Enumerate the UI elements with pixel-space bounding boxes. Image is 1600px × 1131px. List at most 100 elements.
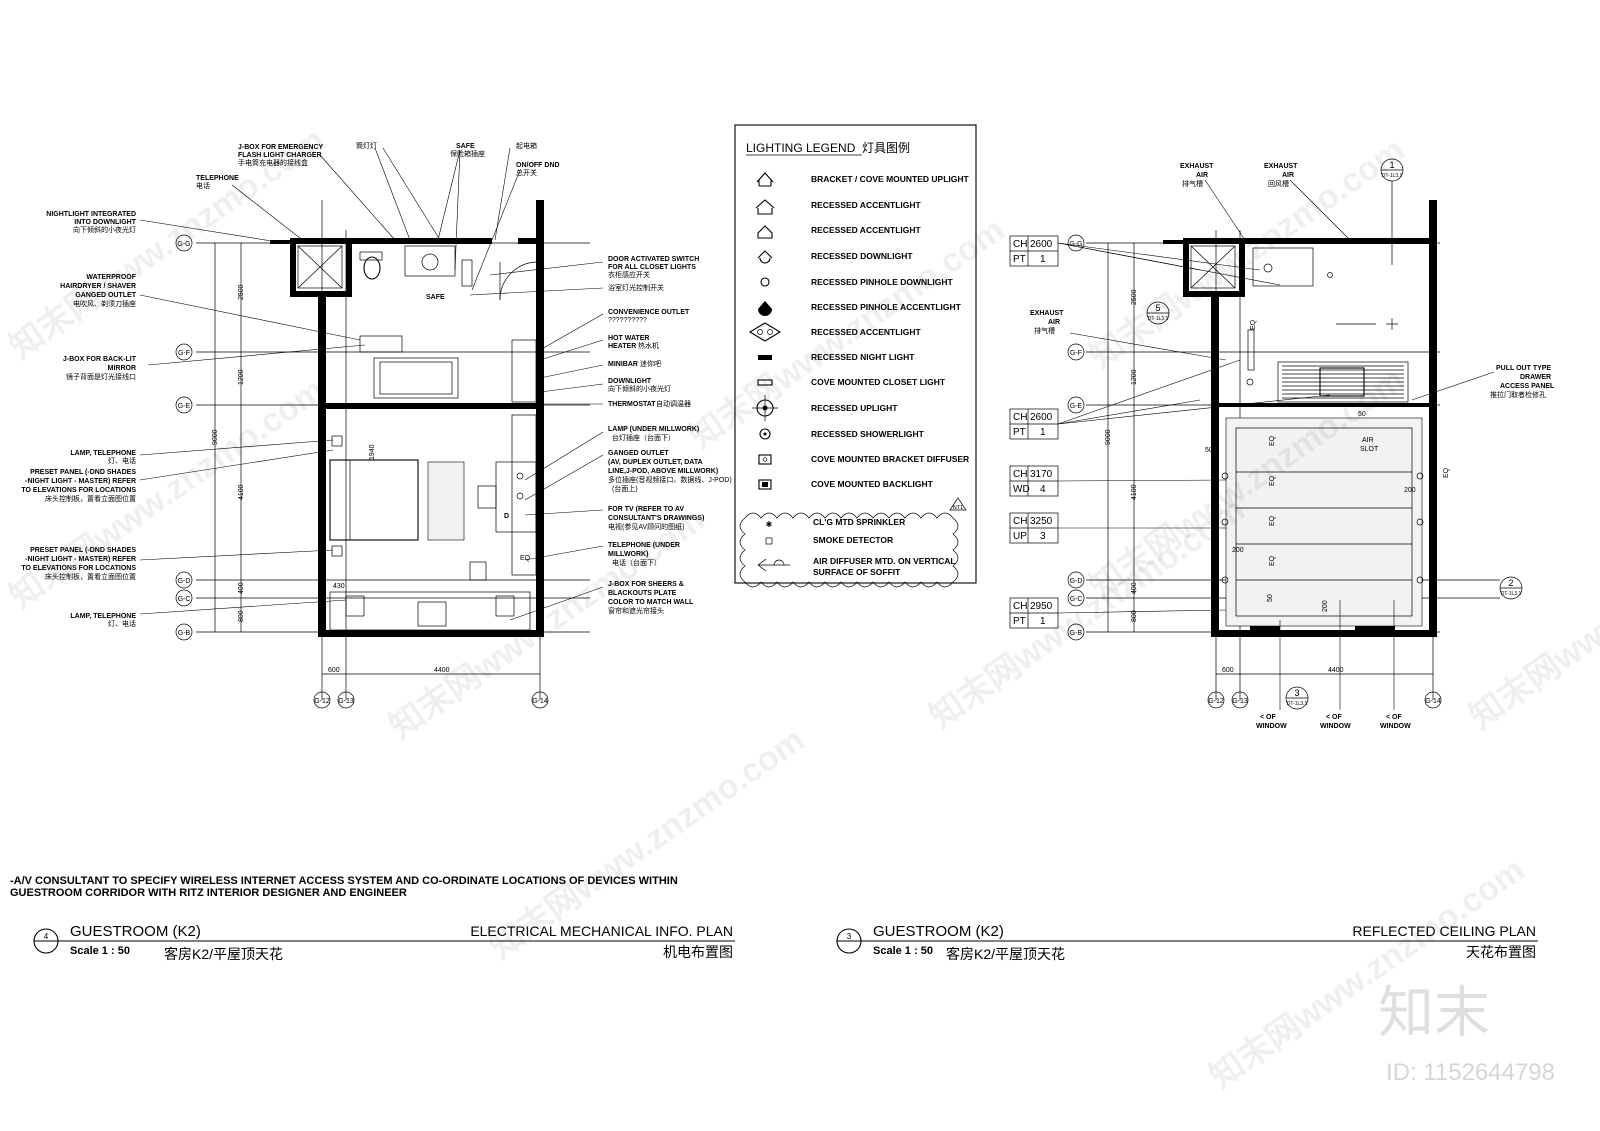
showerlight-icon [759, 428, 771, 440]
left-leaders [139, 147, 604, 621]
ch-tag-material: PT [1013, 616, 1026, 627]
right-axis-bubbles: G-G G-F G-E G-D G-C G-B G-12 G-13 G-14 [1067, 234, 1442, 709]
axis-g13: G-13 [1232, 698, 1248, 705]
accentlight-icon [757, 225, 773, 239]
left-dimensions: 2500 1200 9000 4100 400 800 1940 430 600… [212, 243, 540, 675]
callout-number: 2 [1508, 578, 1513, 588]
label-nightlight-cn: 向下倾斜的小夜光灯 [73, 225, 136, 234]
callout-ref: DT-1L3.1 [1287, 701, 1308, 707]
title-name: GUESTROOM (K2) [873, 923, 1004, 940]
axis-gb: G-B [1070, 630, 1083, 637]
legend-items: BRACKET / COVE MOUNTED UPLIGHT RECESSED … [811, 174, 970, 489]
label-telephone: TELEPHONE [196, 175, 239, 182]
label-jbox-emergency: J-BOX FOR EMERGENCY [238, 144, 324, 151]
label-pullout: PULL OUT TYPE [1496, 365, 1551, 372]
label-exhaust-3b: AIR [1048, 319, 1060, 326]
title-block-right: 3 GUESTROOM (K2) Scale 1 : 50 客房K2/平屋顶天花… [836, 923, 1538, 962]
dim-1200: 1200 [238, 369, 245, 385]
label-bath-switch-cn: 浴室灯光控制开关 [608, 283, 664, 292]
dim-800: 800 [1131, 610, 1138, 622]
lighting-legend: LIGHTING LEGEND 灯具图例 [734, 124, 977, 588]
label-exhaust-3: EXHAUST [1030, 310, 1064, 317]
label-socket-cn: 起电箱 [516, 141, 537, 150]
label-ganged-2: (AV, DUPLEX OUTLET, DATA [608, 459, 703, 466]
label-sheers: J-BOX FOR SHEERS & [608, 581, 684, 588]
label-ganged: GANGED OUTLET [608, 450, 669, 457]
label-dnd: ON/OFF DND [516, 162, 560, 169]
title-name: GUESTROOM (K2) [70, 923, 201, 940]
ch-tag-material-value: 1 [1040, 427, 1046, 438]
title-scale: Scale 1 : 50 [873, 945, 933, 957]
ch-tag-material: PT [1013, 254, 1026, 265]
label-lamp-millwork: LAMP (UNDER MILLWORK) [608, 426, 699, 433]
label-safe-inner: SAFE [426, 294, 445, 301]
axis-gf: G-F [1070, 350, 1082, 357]
dim-1200: 1200 [1131, 369, 1138, 385]
callout-ref: DT-1L3.1 [1501, 591, 1522, 597]
dim-9000: 9000 [1105, 429, 1112, 445]
axis-gd: G-D [178, 578, 191, 585]
axis-g12: G-12 [314, 698, 330, 705]
label-jbox-mirror-cn: 镜子背面是灯光接线口 [66, 372, 136, 381]
backlight-icon [758, 479, 772, 490]
dim-430: 430 [333, 583, 345, 590]
legend-item-1: BRACKET / COVE MOUNTED UPLIGHT [811, 174, 970, 184]
ch-tag-value: 2600 [1030, 239, 1053, 250]
reflected-ceiling-plan: G-G G-F G-E G-D G-C G-B G-12 G-13 G-14 [1009, 158, 1555, 730]
label-preset-2: PRESET PANEL (-DND SHADES [30, 547, 136, 554]
axis-g12: G-12 [1208, 698, 1224, 705]
label-dnd-cn: 总开关 [516, 168, 537, 177]
label-lamp-telephone-1-cn: 灯、电话 [108, 456, 136, 465]
left-callout-labels: J-BOX FOR EMERGENCY FLASH LIGHT CHARGER … [21, 144, 323, 628]
title-number: 4 [44, 932, 49, 941]
label-of-window-3: < OF [1386, 714, 1402, 721]
axis-gc: G-C [178, 596, 191, 603]
cloud-item-sprinkler: CL'G MTD SPRINKLER [813, 517, 905, 527]
callout-number: 1 [1389, 160, 1394, 170]
label-lamp-telephone-2: LAMP, TELEPHONE [70, 613, 136, 620]
watermark-brand: 知末 [1378, 981, 1490, 1044]
night-light-icon [758, 355, 772, 360]
dim-200: 200 [1404, 487, 1416, 494]
section-callouts: 1 DT-1L3.1 5 DT-1L3.1 2 DT-1L3.1 3 DT-1 [1146, 158, 1523, 710]
ch-tag-material-value: 4 [1040, 484, 1046, 495]
legend-cloud: ✱ CL'G MTD SPRINKLER SMOKE DETECTOR AIR … [739, 497, 967, 588]
ceiling-height-tags: CH 2600 PT 1 CH 2600 PT 1 CH 3170 WD [1009, 235, 1059, 629]
ch-tag-4: CH 3250 UP 3 [1009, 512, 1059, 544]
title-name-cn: 客房K2/平屋顶天花 [164, 946, 283, 962]
dim-eq: EQ [1443, 467, 1450, 478]
label-waterproof-2: HAIRDRYER / SHAVER [60, 283, 136, 290]
label-ganged-cn: 多位插座(音视频接口、数据线、J-POD) [608, 475, 732, 484]
label-waterproof-cn: 电吹风、剃须刀插座 [73, 299, 136, 308]
label-jbox-mirror-2: MIRROR [108, 365, 136, 372]
air-diffuser-icon [757, 558, 790, 572]
label-preset-2c: TO ELEVATIONS FOR LOCATIONS [21, 565, 136, 572]
dim-2500: 2500 [238, 284, 245, 300]
note-line-1: -A/V CONSULTANT TO SPECIFY WIRELESS INTE… [10, 875, 678, 887]
cloud-item-diffuser-2: SURFACE OF SOFFIT [813, 567, 901, 577]
air-slot-label: AIR [1362, 437, 1374, 444]
label-hotwater-2: HEATER [608, 343, 636, 350]
label-exhaust-1b: AIR [1196, 172, 1208, 179]
ch-tag-1: CH 2600 PT 1 [1009, 235, 1059, 267]
ch-tag-label: CH [1013, 516, 1027, 527]
uplight-icon [752, 395, 778, 421]
watermark-tile: 知末网www.znzmo.com [1083, 131, 1412, 377]
label-preset-2-cn: 床头控制板，置看立面图位置 [45, 572, 136, 581]
bracket-diffuser-icon [758, 454, 772, 465]
label-pullout-2: DRAWER [1520, 374, 1551, 381]
callout-1: 1 DT-1L3.1 [1380, 158, 1404, 265]
ch-tag-material-value: 3 [1040, 531, 1046, 542]
axis-g13: G-13 [338, 698, 354, 705]
left-fixtures: D [297, 245, 537, 631]
electrical-mechanical-plan: G-G G-F G-E G-D G-C G-B G-12 G-13 G-14 [21, 141, 732, 709]
label-exhaust-2: EXHAUST [1264, 163, 1298, 170]
label-nightlight: NIGHTLIGHT INTEGRATED [46, 211, 136, 218]
label-tv: FOR TV (REFER TO AV [608, 506, 684, 513]
dim-600: 600 [328, 667, 340, 674]
dim-400: 400 [1131, 582, 1138, 594]
label-hotwater-cn: 热水机 [638, 341, 659, 350]
label-tv-2: CONSULTANT'S DRAWINGS) [608, 515, 704, 522]
title-plan-cn: 天花布置图 [1466, 944, 1536, 960]
label-lamp-telephone-1: LAMP, TELEPHONE [70, 450, 136, 457]
